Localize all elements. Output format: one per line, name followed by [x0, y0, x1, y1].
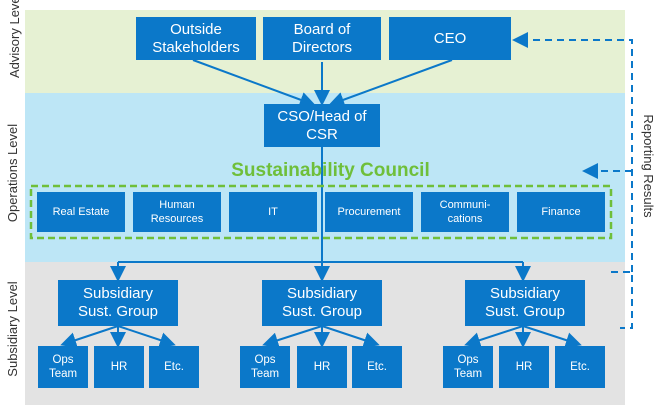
department-label: Real Estate: [52, 206, 110, 218]
department-label: Communi- cations: [439, 199, 491, 225]
subsidiary-group-1: Subsidiary Sust. Group: [58, 280, 178, 326]
reporting-results-label: Reporting Results: [640, 96, 656, 236]
outside-stakeholders-label: Outside Stakeholders: [152, 20, 240, 56]
ceo-box: CEO: [389, 17, 511, 60]
sub2-to-etc-arrow: [321, 325, 380, 348]
team-label: HR: [110, 361, 128, 373]
department-it: IT: [229, 192, 317, 232]
team-label: HR: [515, 361, 533, 373]
sub3-to-etc-arrow: [522, 325, 582, 348]
team-box-etc: Etc.: [352, 346, 402, 388]
sub2-to-ops-arrow: [262, 325, 323, 348]
department-label: Human Resources: [150, 199, 204, 225]
subsidiary-group-3: Subsidiary Sust. Group: [465, 280, 585, 326]
team-box-etc: Etc.: [555, 346, 605, 388]
sub3-to-ops-arrow: [464, 325, 524, 348]
subsidiary-group-label: Subsidiary Sust. Group: [484, 285, 566, 320]
stakeholders-to-cso-arrow: [192, 59, 316, 108]
sub1-to-etc-arrow: [117, 325, 176, 348]
team-box-hr: HR: [499, 346, 549, 388]
board-of-directors-label: Board of Directors: [291, 20, 352, 56]
team-box-hr: HR: [297, 346, 347, 388]
council-dashed-frame: [29, 184, 613, 240]
outside-stakeholders-box: Outside Stakeholders: [136, 17, 256, 60]
board-of-directors-box: Board of Directors: [263, 17, 381, 60]
ceo-to-cso-arrow: [328, 59, 453, 108]
department-finance: Finance: [517, 192, 605, 232]
subsidiary-group-2: Subsidiary Sust. Group: [262, 280, 382, 326]
department-human-resources: Human Resources: [133, 192, 221, 232]
subsidiary-group-label: Subsidiary Sust. Group: [77, 285, 159, 320]
cso-box: CSO/Head of CSR: [264, 104, 380, 147]
department-communications: Communi- cations: [421, 192, 509, 232]
subsidiary-group-label: Subsidiary Sust. Group: [281, 285, 363, 320]
reporting-to-ceo-arrow: [512, 32, 633, 272]
team-box-ops: Ops Team: [240, 346, 290, 388]
sub1-to-ops-arrow: [60, 325, 119, 348]
team-label: Etc.: [570, 361, 590, 373]
department-label: IT: [268, 206, 278, 218]
team-box-ops: Ops Team: [443, 346, 493, 388]
department-label: Procurement: [337, 206, 401, 218]
ceo-label: CEO: [433, 29, 467, 47]
team-box-ops: Ops Team: [38, 346, 88, 388]
cso-label: CSO/Head of CSR: [277, 107, 367, 143]
team-label: Ops Team: [48, 354, 78, 380]
team-label: Ops Team: [250, 354, 280, 380]
team-box-hr: HR: [94, 346, 144, 388]
team-label: Etc.: [367, 361, 387, 373]
reporting-bracket-line: [611, 271, 633, 329]
team-label: HR: [313, 361, 331, 373]
sustainability-council-title: Sustainability Council: [231, 160, 430, 181]
team-label: Etc.: [164, 361, 184, 373]
department-label: Finance: [541, 206, 581, 218]
team-box-etc: Etc.: [149, 346, 199, 388]
team-label: Ops Team: [453, 354, 483, 380]
department-procurement: Procurement: [325, 192, 413, 232]
department-real-estate: Real Estate: [37, 192, 125, 232]
reporting-results-text: Reporting Results: [641, 114, 656, 218]
